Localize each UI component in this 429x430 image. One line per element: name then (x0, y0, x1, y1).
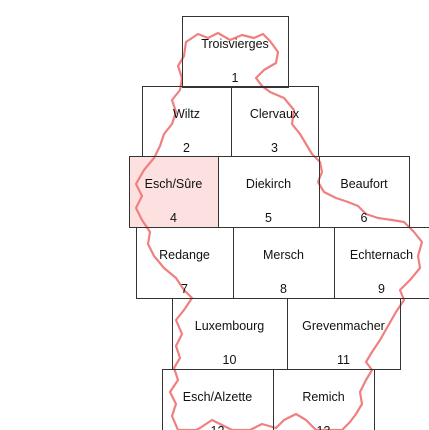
sheet-number-redange: 7 (181, 282, 188, 296)
sheet-name-clervaux: Clervaux (250, 107, 300, 121)
sheet-name-beaufort: Beaufort (340, 177, 388, 191)
sheet-name-remich: Remich (302, 390, 344, 404)
sheet-number-wiltz: 2 (183, 141, 190, 155)
sheet-number-remich: 13 (317, 424, 331, 430)
sheet-name-echternach: Echternach (350, 248, 413, 262)
sheet-name-esch-s-re: Esch/Sûre (145, 177, 203, 191)
sheet-number-esch-alzette: 12 (211, 424, 225, 430)
sheet-cell-remich[interactable] (273, 369, 375, 430)
sheet-number-grevenmacher: 11 (337, 353, 350, 367)
sheet-cell-troisvierges[interactable] (182, 16, 289, 88)
sheet-number-diekirch: 5 (265, 211, 272, 225)
sheet-number-luxembourg: 10 (223, 353, 237, 367)
sheet-number-beaufort: 6 (361, 211, 368, 225)
sheet-name-troisvierges: Troisvierges (201, 37, 269, 51)
sheet-name-wiltz: Wiltz (173, 107, 200, 121)
sheet-highlight-esch-s-re (129, 156, 218, 227)
sheet-name-esch-alzette: Esch/Alzette (183, 390, 253, 404)
sheet-number-mersch: 8 (280, 282, 287, 296)
country-border (134, 31, 424, 430)
sheet-grid (129, 16, 429, 430)
sheet-name-diekirch: Diekirch (246, 177, 291, 191)
sheet-number-esch-s-re: 4 (170, 211, 177, 225)
sheet-name-redange: Redange (159, 248, 210, 262)
sheet-name-grevenmacher: Grevenmacher (302, 319, 385, 333)
sheet-number-clervaux: 3 (271, 141, 278, 155)
sheet-number-echternach: 9 (378, 282, 385, 296)
sheet-name-luxembourg: Luxembourg (195, 319, 265, 333)
sheet-name-mersch: Mersch (263, 248, 304, 262)
highlight-layer (129, 156, 218, 227)
sheet-number-troisvierges: 1 (232, 71, 239, 85)
